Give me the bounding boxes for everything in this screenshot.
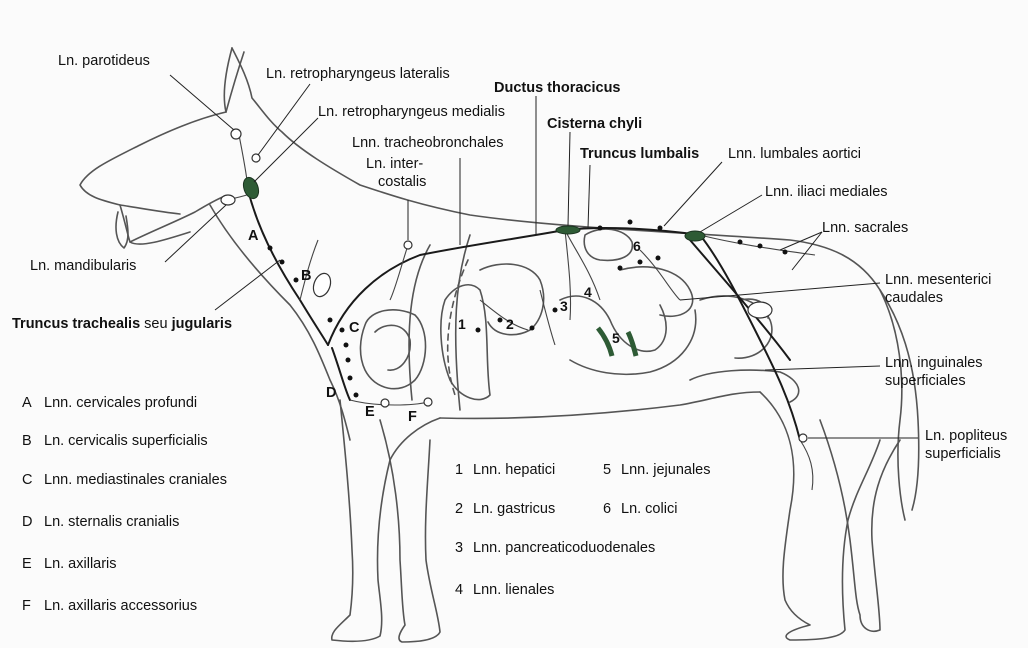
marker-E: E [365, 404, 375, 420]
marker-3: 3 [560, 298, 568, 314]
leader-sacrales-2 [792, 232, 822, 270]
label-inguinales-1: Lnn. inguinales [885, 355, 983, 372]
jejunales-node [598, 328, 612, 356]
leader-sacrales-1 [780, 232, 822, 250]
label-iliaci-mediales: Lnn. iliaci mediales [765, 184, 888, 201]
axillaris-node [381, 399, 389, 407]
dog-foreleg-outline [332, 400, 440, 641]
label-inguinales-2: superficiales [885, 373, 966, 390]
label-retropharyngeus-medialis: Ln. retropharyngeus medialis [318, 104, 505, 121]
leader-inguinales [765, 366, 880, 370]
marker-6: 6 [633, 238, 641, 254]
label-intercostalis-2: costalis [378, 174, 426, 191]
truncus-trachealis-line [248, 190, 328, 345]
label-truncus-trachealis-c: jugularis [172, 316, 232, 332]
label-mandibularis: Ln. mandibularis [30, 258, 136, 275]
label-truncus-trachealis: Truncus trachealis seu jugularis [12, 316, 232, 333]
marker-B: B [301, 268, 311, 284]
retropharyngeus-lateralis-node [252, 154, 260, 162]
label-lumbales-aortici: Lnn. lumbales aortici [728, 146, 861, 163]
label-popliteus-1: Ln. popliteus [925, 428, 1007, 445]
mandibularis-node [221, 195, 235, 205]
leader-retro-medialis [254, 118, 318, 182]
cervicalis-superficialis-node [310, 271, 333, 299]
label-cisterna-chyli: Cisterna chyli [547, 116, 642, 133]
marker-C: C [349, 320, 359, 336]
popliteus-node [799, 434, 807, 442]
leader-mesenterici [680, 283, 880, 300]
label-popliteus-2: superficialis [925, 446, 1001, 463]
inguinales-node [748, 302, 772, 318]
marker-F: F [408, 409, 417, 425]
label-truncus-trachealis-b: seu [140, 316, 171, 332]
heart-outline [360, 310, 425, 389]
label-parotideus: Ln. parotideus [58, 53, 150, 70]
marker-4: 4 [584, 284, 592, 300]
label-ductus-thoracicus: Ductus thoracicus [494, 80, 621, 97]
label-truncus-lumbalis: Truncus lumbalis [580, 146, 699, 163]
ductus-thoracicus-line [328, 228, 700, 345]
marker-1: 1 [458, 316, 466, 332]
axillaris-accessorius-node [424, 398, 432, 406]
label-sacrales: Lnn. sacrales [822, 220, 908, 237]
leader-iliaci [700, 195, 762, 232]
retropharyngeus-medialis-node [241, 175, 262, 200]
parotideus-node [231, 129, 241, 139]
leader-cisterna [568, 132, 570, 226]
marker-2: 2 [506, 316, 514, 332]
label-mesenterici-1: Lnn. mesenterici [885, 272, 991, 289]
leader-lumbales-aortici [664, 162, 722, 226]
leader-retro-lateralis [258, 84, 310, 155]
cisterna-chyli-node [556, 226, 580, 234]
label-intercostalis-1: Ln. inter- [366, 156, 423, 173]
leader-truncus-lumbalis [588, 165, 590, 228]
label-truncus-trachealis-a: Truncus trachealis [12, 316, 140, 332]
marker-D: D [326, 385, 336, 401]
label-mesenterici-2: caudales [885, 290, 943, 307]
label-retropharyngeus-lateralis: Ln. retropharyngeus lateralis [266, 66, 450, 83]
label-tracheobronchales: Lnn. tracheobronchales [352, 135, 504, 152]
marker-5: 5 [612, 330, 620, 346]
dog-hindleg-outline [760, 392, 880, 640]
intercostalis-node [404, 241, 412, 249]
iliaci-mediales-node [685, 231, 705, 241]
marker-A: A [248, 228, 258, 244]
